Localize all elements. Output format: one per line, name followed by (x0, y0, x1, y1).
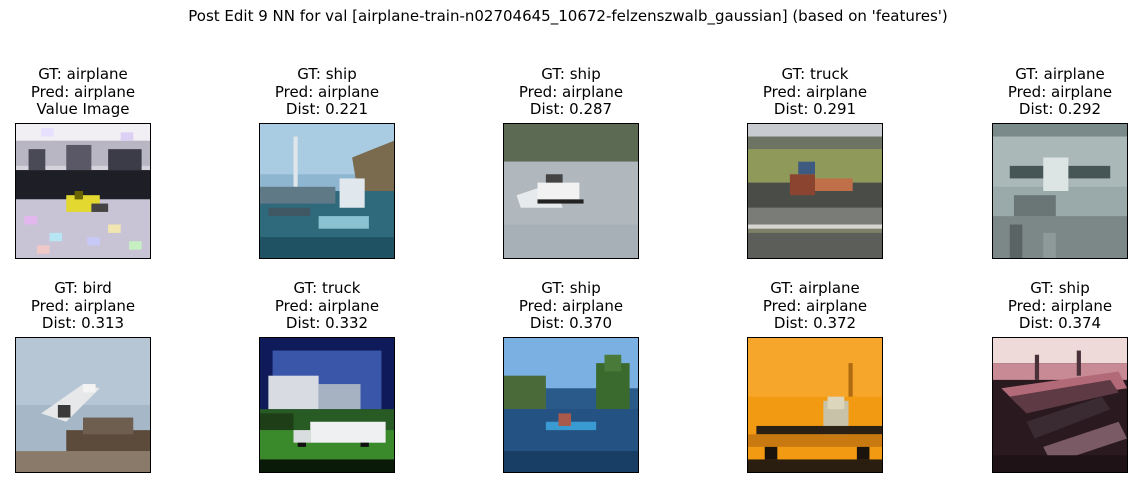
gt-label: GT: truck (781, 65, 849, 83)
panel-caption: GT: airplane Pred: airplane Dist: 0.372 (707, 279, 923, 333)
gt-label: GT: ship (541, 279, 601, 297)
thumbnail-image (747, 337, 883, 473)
panel-caption: GT: ship Pred: airplane Dist: 0.370 (463, 279, 679, 333)
panel-caption: GT: truck Pred: airplane Dist: 0.291 (707, 65, 923, 119)
info-label: Dist: 0.292 (1018, 100, 1102, 118)
thumbnail-image (503, 123, 639, 259)
panel-caption: GT: bird Pred: airplane Dist: 0.313 (0, 279, 191, 333)
thumbnail-image (15, 123, 151, 259)
panel-caption: GT: ship Pred: airplane Dist: 0.221 (219, 65, 435, 119)
panel-caption: GT: ship Pred: airplane Dist: 0.374 (952, 279, 1136, 333)
info-label: Value Image (36, 100, 130, 118)
gt-label: GT: bird (54, 279, 112, 297)
gt-label: GT: airplane (1015, 65, 1105, 83)
panel-caption: GT: truck Pred: airplane Dist: 0.332 (219, 279, 435, 333)
gt-label: GT: airplane (38, 65, 128, 83)
pred-label: Pred: airplane (518, 296, 624, 315)
thumbnail-image (259, 337, 395, 473)
info-label: Dist: 0.370 (529, 314, 613, 332)
info-label: Dist: 0.291 (773, 100, 857, 118)
pred-label: Pred: airplane (274, 296, 380, 315)
pred-label: Pred: airplane (518, 82, 624, 101)
thumbnail-image (992, 337, 1128, 473)
info-label: Dist: 0.287 (529, 100, 613, 118)
info-label: Dist: 0.313 (41, 314, 125, 332)
figure-title: Post Edit 9 NN for val [airplane-train-n… (188, 7, 948, 25)
gt-label: GT: airplane (770, 279, 860, 297)
pred-label: Pred: airplane (762, 296, 868, 315)
pred-label: Pred: airplane (1007, 82, 1113, 101)
thumbnail-image (747, 123, 883, 259)
pred-label: Pred: airplane (30, 296, 136, 315)
panel-caption: GT: airplane Pred: airplane Value Image (0, 65, 191, 119)
panel-caption: GT: ship Pred: airplane Dist: 0.287 (463, 65, 679, 119)
info-label: Dist: 0.332 (285, 314, 369, 332)
info-label: Dist: 0.372 (773, 314, 857, 332)
thumbnail-image (503, 337, 639, 473)
info-label: Dist: 0.221 (285, 100, 369, 118)
thumbnail-image (259, 123, 395, 259)
pred-label: Pred: airplane (1007, 296, 1113, 315)
gt-label: GT: truck (293, 279, 361, 297)
gt-label: GT: ship (1030, 279, 1090, 297)
pred-label: Pred: airplane (274, 82, 380, 101)
pred-label: Pred: airplane (762, 82, 868, 101)
gt-label: GT: ship (541, 65, 601, 83)
thumbnail-image (992, 123, 1128, 259)
info-label: Dist: 0.374 (1018, 314, 1102, 332)
thumbnail-image (15, 337, 151, 473)
pred-label: Pred: airplane (30, 82, 136, 101)
panel-caption: GT: airplane Pred: airplane Dist: 0.292 (952, 65, 1136, 119)
gt-label: GT: ship (297, 65, 357, 83)
